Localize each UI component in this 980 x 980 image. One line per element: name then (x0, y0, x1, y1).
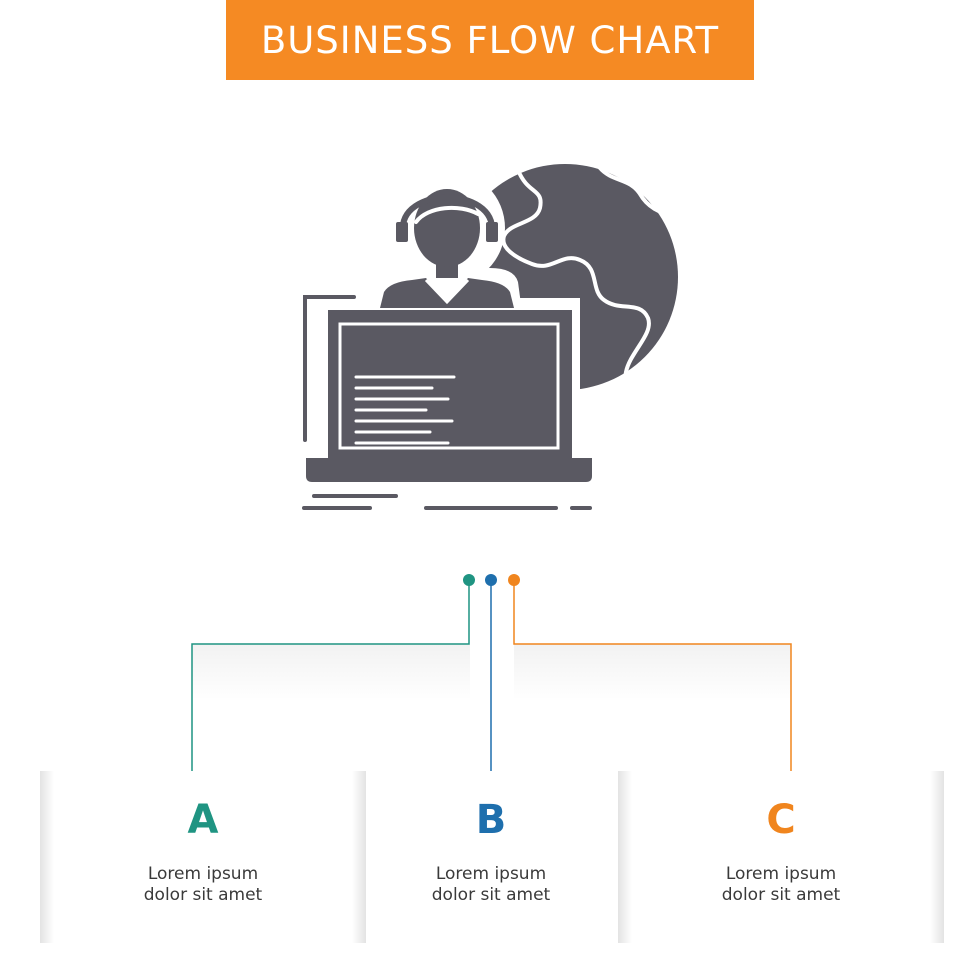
connector-dot-a (463, 574, 475, 586)
page-title: BUSINESS FLOW CHART (260, 18, 720, 62)
connector-a (191, 585, 470, 780)
step-card-b: B Lorem ipsum dolor sit amet (366, 771, 616, 943)
connector-dot-b (485, 574, 497, 586)
connector-dot-c (508, 574, 520, 586)
step-letter-a: A (187, 797, 219, 843)
laptop-base (306, 458, 592, 482)
step-card-c: C Lorem ipsum dolor sit amet (618, 771, 944, 943)
step-description-b: Lorem ipsum dolor sit amet (431, 864, 551, 905)
header-banner: BUSINESS FLOW CHART (226, 0, 754, 80)
connector-c (513, 585, 792, 780)
step-description-c: Lorem ipsum dolor sit amet (721, 864, 841, 905)
step-description-a: Lorem ipsum dolor sit amet (143, 864, 263, 905)
globe-continent-lines (501, 166, 678, 394)
step-letter-b: B (475, 797, 507, 843)
step-card-a: A Lorem ipsum dolor sit amet (40, 771, 366, 943)
headset-icon (399, 194, 496, 235)
agent-torso (380, 278, 514, 308)
step-letter-c: C (766, 797, 796, 843)
